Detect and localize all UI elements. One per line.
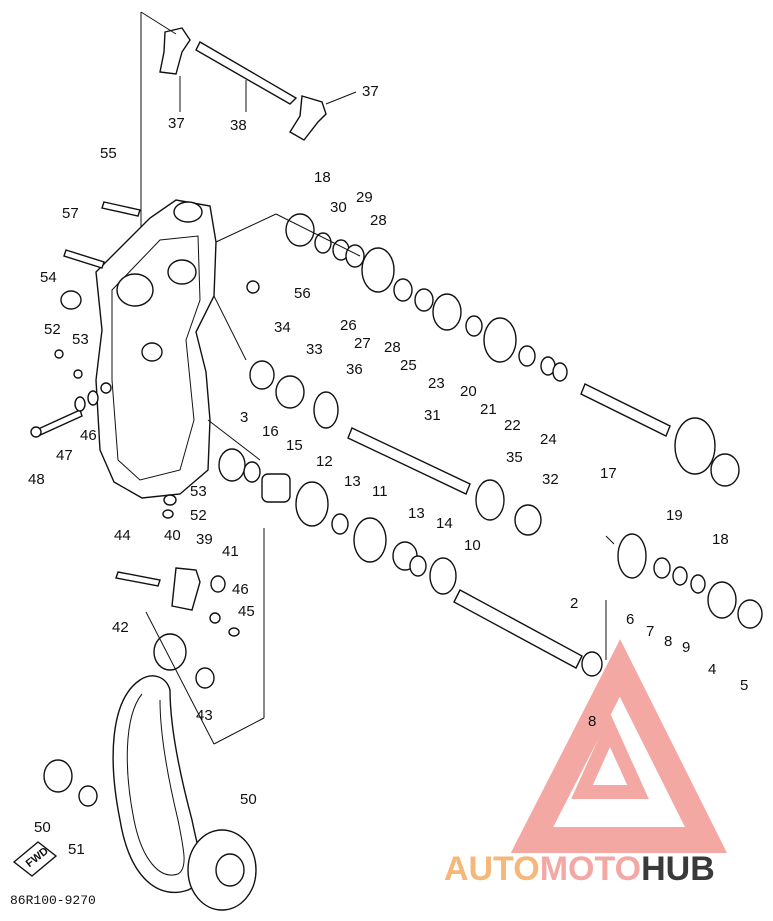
callout-22: 22 bbox=[504, 417, 521, 434]
callout-9: 9 bbox=[682, 639, 690, 656]
callout-44: 44 bbox=[114, 527, 131, 544]
callout-8b: 8 bbox=[588, 713, 596, 730]
callout-48: 48 bbox=[28, 471, 45, 488]
callout-33: 33 bbox=[306, 341, 323, 358]
callout-41: 41 bbox=[222, 543, 239, 560]
callout-35: 35 bbox=[506, 449, 523, 466]
callout-13b: 13 bbox=[408, 505, 425, 522]
callout-31: 31 bbox=[424, 407, 441, 424]
transmission-case bbox=[95, 199, 217, 499]
callout-16: 16 bbox=[262, 423, 279, 440]
callout-29: 29 bbox=[356, 189, 373, 206]
callout-6: 6 bbox=[626, 611, 634, 628]
callout-2: 2 bbox=[570, 595, 578, 612]
output-shaft-2 bbox=[392, 533, 763, 677]
watermark-moto: MOTO bbox=[540, 850, 641, 888]
callout-47: 47 bbox=[56, 447, 73, 464]
callout-51: 51 bbox=[68, 841, 85, 858]
svg-text:AUTOMOTOHUB: AUTOMOTOHUB bbox=[444, 850, 715, 888]
callout-4: 4 bbox=[708, 661, 716, 678]
callout-46b: 46 bbox=[232, 581, 249, 598]
callout-57: 57 bbox=[62, 205, 79, 222]
callout-5: 5 bbox=[740, 677, 748, 694]
callout-10: 10 bbox=[464, 537, 481, 554]
callout-21: 21 bbox=[480, 401, 497, 418]
callout-55: 55 bbox=[100, 145, 117, 162]
callout-46a: 46 bbox=[80, 427, 97, 444]
callout-53a: 53 bbox=[72, 331, 89, 348]
callout-50b: 50 bbox=[34, 819, 51, 836]
callout-50a: 50 bbox=[240, 791, 257, 808]
callout-8a: 8 bbox=[664, 633, 672, 650]
callout-23: 23 bbox=[428, 375, 445, 392]
watermark-hub: HUB bbox=[641, 850, 715, 888]
watermark-text: AUTOMOTOHUB bbox=[444, 850, 715, 888]
callout-52b: 52 bbox=[190, 507, 207, 524]
callout-28a: 28 bbox=[370, 212, 387, 229]
callout-18a: 18 bbox=[314, 169, 331, 186]
watermark-triangle-inner bbox=[571, 712, 649, 799]
callout-11: 11 bbox=[372, 483, 388, 500]
callout-27: 27 bbox=[354, 335, 371, 352]
callout-53b: 53 bbox=[190, 483, 207, 500]
callout-15: 15 bbox=[286, 437, 303, 454]
callout-38: 38 bbox=[230, 117, 247, 134]
callout-45: 45 bbox=[238, 603, 255, 620]
callout-36: 36 bbox=[346, 361, 363, 378]
callout-40: 40 bbox=[164, 527, 181, 544]
watermark-auto: AUTO bbox=[444, 850, 540, 888]
drive-chain-assembly bbox=[12, 675, 257, 911]
callout-54: 54 bbox=[40, 269, 57, 286]
part-callouts: 37 38 37 55 57 54 52 53 47 46 48 18 30 2… bbox=[10, 83, 748, 908]
shift-mechanism bbox=[115, 494, 240, 689]
callout-3: 3 bbox=[240, 409, 248, 426]
callout-17: 17 bbox=[600, 465, 617, 482]
callout-56: 56 bbox=[294, 285, 311, 302]
callout-26: 26 bbox=[340, 317, 357, 334]
callout-42: 42 bbox=[112, 619, 129, 636]
drive-axle-31 bbox=[218, 360, 542, 563]
callout-30: 30 bbox=[330, 199, 347, 216]
callout-18b: 18 bbox=[712, 531, 729, 548]
watermark-logo bbox=[510, 639, 728, 853]
callout-43: 43 bbox=[196, 707, 213, 724]
callout-25: 25 bbox=[400, 357, 417, 374]
callout-13a: 13 bbox=[344, 473, 361, 490]
watermark-triangle-outer bbox=[510, 639, 728, 853]
leader-frames bbox=[145, 213, 615, 745]
callout-20: 20 bbox=[460, 383, 477, 400]
callout-24: 24 bbox=[540, 431, 557, 448]
callout-39: 39 bbox=[196, 531, 213, 548]
diagram-part-code: 86R100-9270 bbox=[10, 893, 96, 908]
callout-28b: 28 bbox=[384, 339, 401, 356]
callout-19: 19 bbox=[666, 507, 683, 524]
callout-32: 32 bbox=[542, 471, 559, 488]
case-fasteners bbox=[30, 201, 141, 438]
callout-7: 7 bbox=[646, 623, 654, 640]
callout-37a: 37 bbox=[168, 115, 185, 132]
callout-14: 14 bbox=[436, 515, 453, 532]
callout-12: 12 bbox=[316, 453, 333, 470]
callout-34: 34 bbox=[274, 319, 291, 336]
callout-52a: 52 bbox=[44, 321, 61, 338]
callout-37b: 37 bbox=[362, 83, 379, 100]
